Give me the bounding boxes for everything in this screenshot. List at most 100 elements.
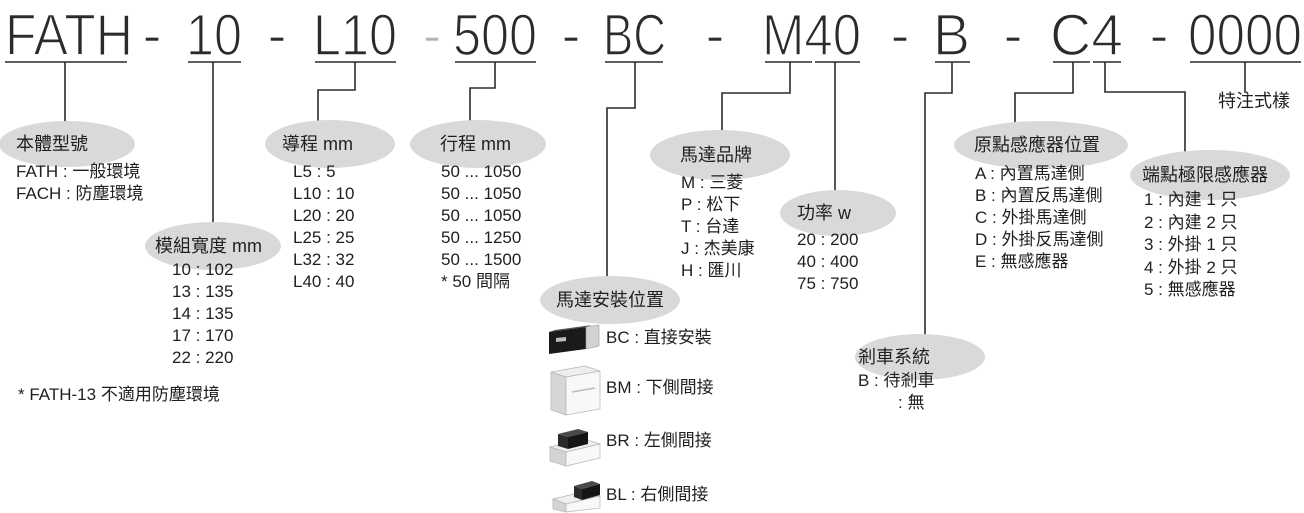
motor-brand-option: J : 杰美康 <box>681 239 755 258</box>
home-sensor-options: A : 內置馬達側 B : 內置反馬達側 C : 外掛馬達側 D : 外掛反馬達… <box>975 163 1103 273</box>
code-segment-special: 0000 <box>1188 3 1302 68</box>
housing-front-face <box>565 443 601 467</box>
body-model-title: 本體型號 <box>16 134 88 154</box>
limit-sensor-bubble <box>1130 150 1290 200</box>
motor-power-option: 75 : 750 <box>797 274 859 293</box>
stroke-option: 50 ... 1050 <box>441 162 522 181</box>
limit-sensor-option: 1 : 內建 1 只 <box>1144 190 1238 209</box>
motor-brand-bubble <box>650 130 790 180</box>
code-segment-stroke: 500 <box>453 3 537 68</box>
module-width-option: 17 : 170 <box>172 326 234 345</box>
motor-brand-option: P : 松下 <box>681 195 741 214</box>
module-width-option: 10 : 102 <box>172 260 234 279</box>
lead-option: L5 : 5 <box>293 162 336 181</box>
connector-limit-sensor <box>1104 62 1186 155</box>
motor-brand-options: M : 三菱 P : 松下 T : 台達 J : 杰美康 H : 匯川 <box>681 172 755 282</box>
lead-option: L20 : 20 <box>293 206 355 225</box>
lead-option: L25 : 25 <box>293 228 355 247</box>
housing-front-face <box>565 495 601 513</box>
limit-sensor-option: 4 : 外掛 2 只 <box>1144 257 1238 277</box>
motor-power-options: 20 : 200 40 : 400 75 : 750 <box>797 229 858 295</box>
motor-body <box>549 327 586 354</box>
stroke-bubble <box>410 120 546 168</box>
motor-mount-title: 馬達安裝位置 <box>556 290 664 310</box>
stroke-note: * 50 間隔 <box>441 272 510 291</box>
home-sensor-option: B : 內置反馬達側 <box>975 186 1103 205</box>
home-sensor-option: C : 外掛馬達側 <box>975 208 1087 227</box>
connector-lead <box>317 62 356 124</box>
motor-label <box>556 337 566 342</box>
connector-lines <box>64 62 1246 338</box>
limit-sensor-option: 3 : 外掛 1 只 <box>1144 235 1238 254</box>
motor-mount-option: BM : 下側間接 <box>606 378 714 397</box>
brake-bubble <box>855 334 985 380</box>
housing-front-face <box>565 370 601 416</box>
motor-brand-title: 馬達品牌 <box>680 145 752 165</box>
module-width-option: 13 : 135 <box>172 282 234 301</box>
body-model-option: FACH : 防塵環境 <box>16 184 144 203</box>
motor-brand-option: M : 三菱 <box>681 173 744 192</box>
motor-mount-option: BR : 左側間接 <box>606 431 712 450</box>
code-segment-motor: M40 <box>762 3 861 68</box>
motor-power-option: 40 : 400 <box>797 252 859 271</box>
motor-brand-option: T : 台達 <box>681 217 740 236</box>
home-sensor-bubble <box>954 121 1128 169</box>
stroke-options: 50 ... 1050 50 ... 1050 50 ... 1050 50 .… <box>441 161 521 293</box>
lead-title: 導程 mm <box>282 134 353 154</box>
actuator-end-face <box>585 324 600 350</box>
motor-brand-option: H : 匯川 <box>681 261 742 280</box>
motor-body <box>568 432 588 449</box>
ordering-code: FATH - 10 - L10 - 500 - BC - M40 - B - C… <box>4 2 1303 69</box>
stroke-option: 50 ... 1250 <box>441 228 522 247</box>
brake-option: B : 待剎車 <box>858 371 935 390</box>
motor-power-title: 功率 w <box>797 203 851 223</box>
module-width-option: 14 : 135 <box>172 304 234 323</box>
connector-motor-brand <box>721 62 791 134</box>
lead-bubble <box>265 120 395 168</box>
lead-options: L5 : 5 L10 : 10 L20 : 20 L25 : 25 L32 : … <box>293 161 354 293</box>
label-bubbles <box>0 120 1290 380</box>
motor-top-face <box>574 481 600 489</box>
lead-option: L32 : 32 <box>293 250 355 269</box>
code-segment-brake: B <box>933 3 970 68</box>
motor-top-face <box>549 325 592 332</box>
limit-sensor-title: 端點極限感應器 <box>1142 165 1268 185</box>
code-segment-motor-mount: BC <box>603 3 666 68</box>
lead-option: L10 : 10 <box>293 184 355 203</box>
brake-option: : 無 <box>898 393 925 412</box>
motor-power-bubble <box>780 190 896 236</box>
body-model-option: FATH : 一般環境 <box>16 162 141 181</box>
connector-brake <box>924 62 953 338</box>
body-model-bubble <box>0 121 135 167</box>
code-separator: - <box>705 3 724 68</box>
motor-mount-bc-thumbnail <box>549 324 600 354</box>
motor-mount-bl-thumbnail <box>551 481 602 513</box>
lead-option: L40 : 40 <box>293 272 355 291</box>
code-separator: - <box>1003 3 1022 68</box>
home-sensor-option: E : 無感應器 <box>975 252 1069 271</box>
motor-mount-bubble <box>540 276 680 324</box>
stroke-option: 50 ... 1050 <box>441 184 522 203</box>
motor-power-option: 20 : 200 <box>797 230 859 249</box>
code-segment-module-width: 10 <box>186 3 242 68</box>
housing-slot <box>571 387 596 393</box>
limit-sensor-options: 1 : 內建 1 只 2 : 內建 2 只 3 : 外掛 1 只 4 : 外掛 … <box>1144 189 1238 302</box>
connector-home-sensor <box>1014 62 1074 127</box>
code-separator: - <box>890 3 909 68</box>
module-width-title: 模組寬度 mm <box>155 236 262 256</box>
motor-side-face <box>558 434 568 449</box>
code-segment-sensors: C4 <box>1050 3 1123 68</box>
body-model-options: FATH : 一般環境 FACH : 防塵環境 <box>16 161 144 205</box>
connector-stroke <box>469 62 496 124</box>
module-width-bubble <box>145 222 281 270</box>
code-separator-faded: - <box>422 3 441 68</box>
limit-sensor-option: 2 : 內建 2 只 <box>1144 212 1238 232</box>
stroke-title: 行程 mm <box>440 134 511 154</box>
code-segment-lead: L10 <box>313 3 397 68</box>
connector-motor-mount <box>606 62 636 280</box>
module-width-options: 10 : 102 13 : 135 14 : 135 17 : 170 22 :… <box>172 259 233 369</box>
motor-side-face <box>574 486 582 500</box>
brake-title: 剎車系統 <box>858 347 930 367</box>
